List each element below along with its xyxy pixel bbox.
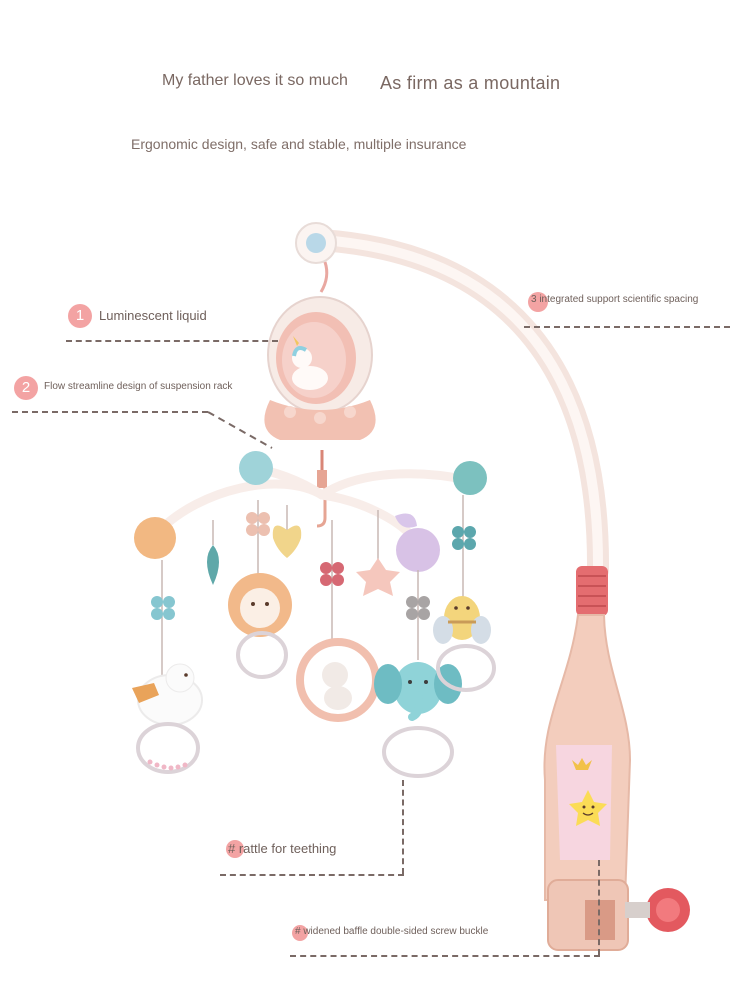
crown-icon xyxy=(572,758,592,770)
callout-rattle-teething: # rattle for teething xyxy=(228,841,337,856)
subtitle: Ergonomic design, safe and stable, multi… xyxy=(131,136,467,152)
ball-orange xyxy=(134,517,176,559)
clover-ornament xyxy=(246,512,270,536)
callout-line-4 xyxy=(220,874,404,876)
heart-ornament xyxy=(272,525,302,558)
callout-number-4 xyxy=(226,840,244,858)
callout-line-5 xyxy=(290,955,600,957)
bee-toy xyxy=(444,596,480,640)
ball-green xyxy=(453,461,487,495)
star-ornament xyxy=(356,558,400,596)
teething-ring xyxy=(236,631,288,679)
teething-ring xyxy=(382,726,454,778)
ball-teal xyxy=(239,451,273,485)
teething-ring xyxy=(436,644,496,692)
ball-lilac xyxy=(396,528,440,572)
pole-grip xyxy=(576,566,608,616)
callout-line-1 xyxy=(66,340,278,342)
callout-luminescent-liquid: Luminescent liquid xyxy=(99,308,207,323)
teething-ring xyxy=(136,722,200,774)
callout-number-5 xyxy=(292,925,308,941)
callout-line-3 xyxy=(524,326,730,328)
star-icon xyxy=(569,790,607,826)
mobile-arm-right xyxy=(317,469,473,500)
callout-suspension-rack: Flow streamline design of suspension rac… xyxy=(44,381,233,392)
headline-left: My father loves it so much xyxy=(162,72,348,89)
callout-line-2 xyxy=(12,411,208,413)
callout-screw-buckle: # widened baffle double-sided screw buck… xyxy=(295,926,489,937)
callout-number-2: 2 xyxy=(14,376,38,400)
elephant-toy xyxy=(394,662,442,714)
leaf-ornament xyxy=(207,545,219,585)
callout-number-1: 1 xyxy=(68,304,92,328)
callout-support-spacing: 3 integrated support scientific spacing xyxy=(531,294,699,305)
callout-vline-5 xyxy=(598,860,600,955)
headline-right: As firm as a mountain xyxy=(380,73,561,93)
callout-number-3 xyxy=(528,292,548,312)
callout-vline-4 xyxy=(402,780,404,874)
